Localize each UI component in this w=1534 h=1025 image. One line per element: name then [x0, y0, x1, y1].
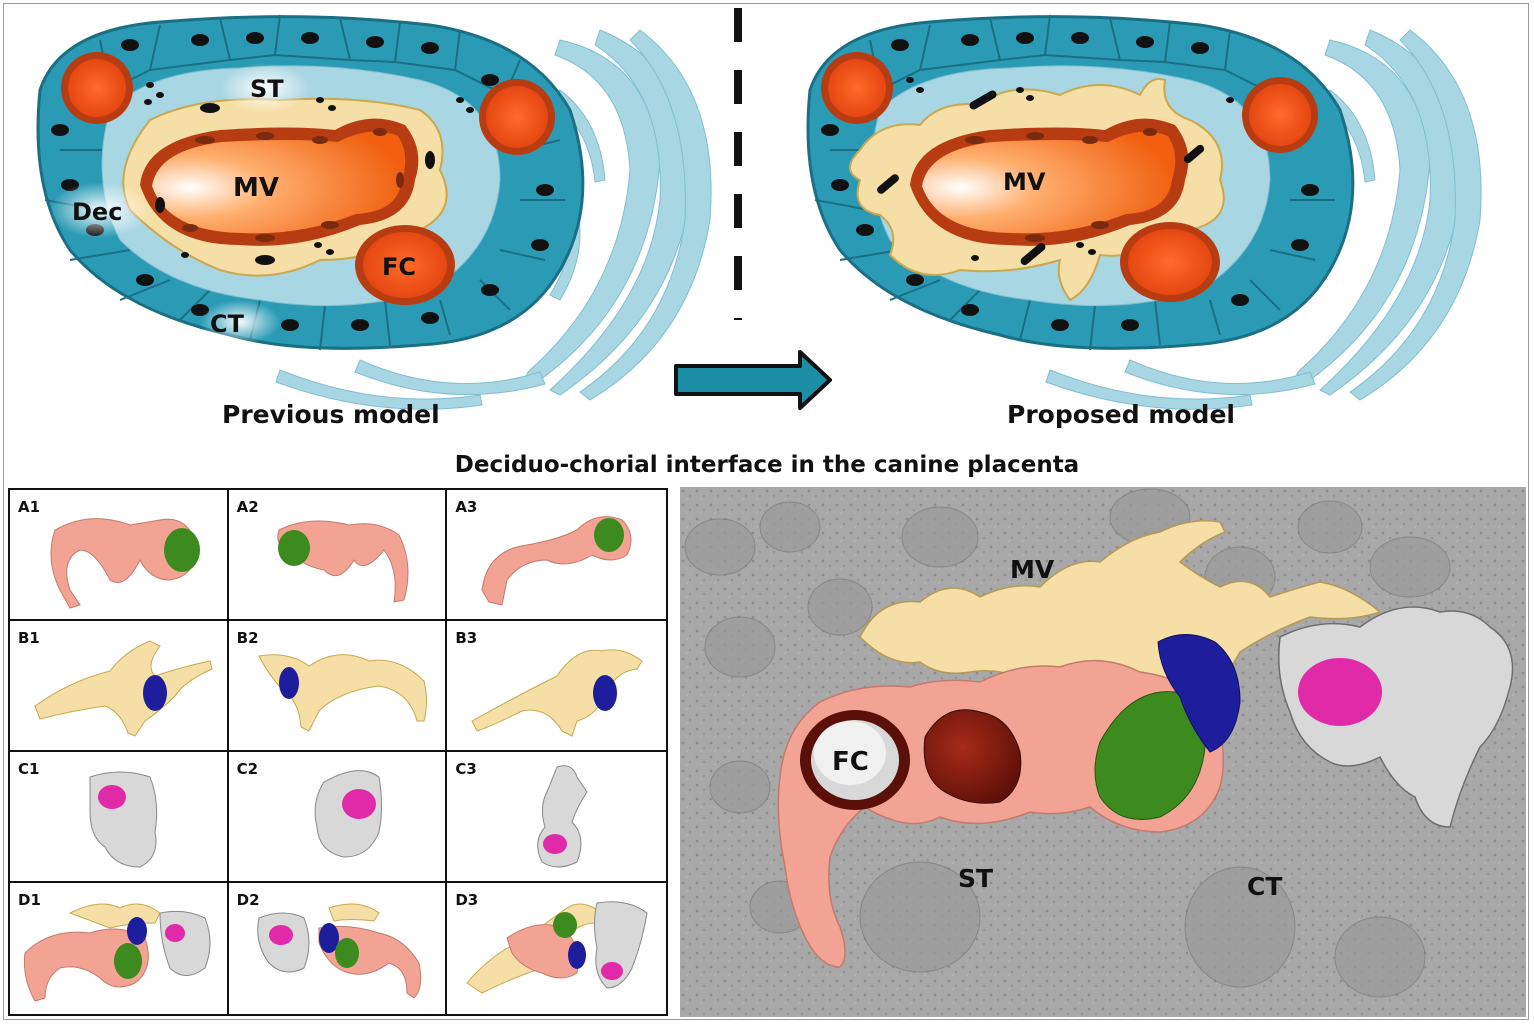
- panel-label: B3: [455, 629, 478, 647]
- em-label-st: ST: [958, 864, 993, 893]
- reconstruction-3d: [257, 654, 427, 732]
- panel-label: D2: [236, 891, 260, 909]
- reconstruction-3d: [50, 518, 200, 609]
- panel-b3: B3: [447, 621, 666, 752]
- schematic-models: ST MV Dec FC CT: [36, 8, 1482, 410]
- panel-d2: D2: [228, 883, 448, 1014]
- panel-label: C3: [455, 760, 477, 778]
- label-dec: Dec: [72, 198, 122, 226]
- em-overlay: FC MV ST CT: [680, 487, 1526, 1017]
- panel-c2: C2: [228, 752, 448, 883]
- reconstruction-3d: [314, 770, 382, 858]
- panel-label: C1: [18, 760, 40, 778]
- label-fc: FC: [382, 253, 416, 281]
- panel-label: B1: [18, 629, 40, 647]
- reconstruction-3d: [276, 520, 409, 603]
- reconstruction-3d: [34, 640, 213, 737]
- label-mv: MV: [233, 173, 279, 203]
- label-st: ST: [250, 75, 284, 103]
- em-label-ct: CT: [1247, 872, 1282, 901]
- panel-b1: B1: [10, 621, 229, 752]
- panel-a1: A1: [10, 490, 229, 621]
- fetal-capillary-shape: [800, 710, 910, 810]
- em-reconstruction-panel: FC MV ST CT: [680, 487, 1526, 1017]
- panel-label: B2: [236, 629, 259, 647]
- reconstruction-3d: [89, 771, 158, 868]
- em-label-mv: MV: [1010, 555, 1055, 584]
- reconstruction-3d: [466, 901, 648, 994]
- reconstruction-3d: [537, 765, 588, 868]
- reconstruction-3d: [24, 903, 211, 1002]
- proposed-model-diagram: MV: [806, 14, 1482, 410]
- panel-label: A3: [455, 498, 478, 516]
- figure-title: Deciduo-chorial interface in the canine …: [454, 452, 1080, 478]
- reconstruction-panel-grid: A1 A2 A3 B1 B2 B3: [8, 488, 668, 1016]
- panel-d3: D3: [447, 883, 666, 1014]
- panel-label: C2: [236, 760, 259, 778]
- previous-model-caption: Previous model: [222, 400, 440, 429]
- label-mv-proposed: MV: [1003, 168, 1046, 196]
- panel-label: A2: [236, 498, 259, 516]
- em-label-fc: FC: [832, 747, 869, 777]
- arrow-icon: [674, 350, 832, 410]
- panel-label: A1: [18, 498, 41, 516]
- reconstruction-3d: [481, 516, 632, 606]
- panel-a3: A3: [447, 490, 666, 621]
- figure-frame: [3, 3, 1529, 1020]
- reconstruction-3d: [256, 903, 421, 999]
- panel-label: D1: [18, 891, 41, 909]
- panel-label: D3: [455, 891, 479, 909]
- previous-model-diagram: ST MV Dec FC CT: [36, 14, 712, 410]
- panel-c3: C3: [447, 752, 666, 883]
- panel-a2: A2: [228, 490, 448, 621]
- panel-c1: C1: [10, 752, 229, 883]
- proposed-model-caption: Proposed model: [1007, 400, 1235, 429]
- label-ct: CT: [210, 310, 245, 338]
- reconstruction-3d: [471, 649, 643, 737]
- panel-b2: B2: [228, 621, 448, 752]
- panel-d1: D1: [10, 883, 229, 1014]
